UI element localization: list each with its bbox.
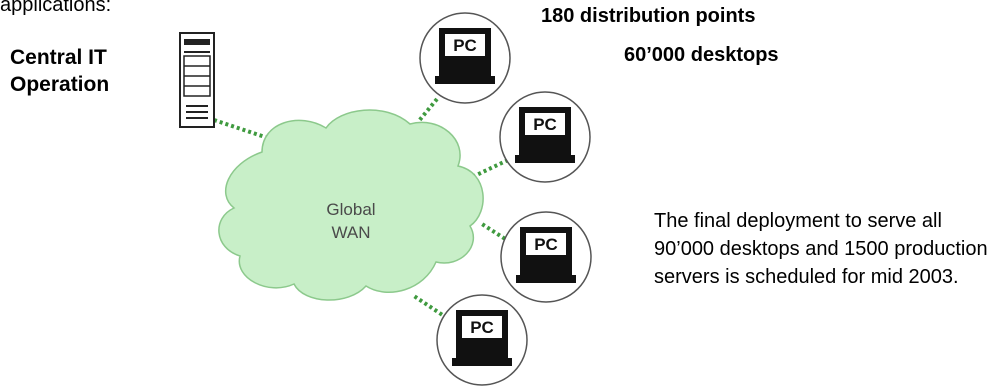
- pc-icon: PC: [500, 211, 592, 303]
- server-icon: [179, 32, 215, 128]
- central-it-line1: Central IT: [10, 46, 107, 69]
- pc-icon: PC: [419, 12, 511, 104]
- wan-label-line1: Global: [326, 200, 375, 219]
- desktops-text: 60’000 desktops: [624, 44, 779, 66]
- pc-icon: PC: [436, 294, 528, 386]
- wan-label-line2: WAN: [331, 223, 370, 242]
- cloud-icon: [218, 109, 484, 301]
- pc-label: PC: [534, 235, 558, 254]
- link-pc4-wan: [412, 294, 449, 320]
- pc-label: PC: [470, 318, 494, 337]
- final-deployment-note: The final deployment to serve all 90’000…: [654, 210, 988, 288]
- pc-icon: PC: [499, 91, 591, 183]
- pc-label: PC: [453, 36, 477, 55]
- link-pc1-wan: [416, 97, 439, 124]
- distribution-points-text: 180 distribution points: [541, 5, 756, 27]
- intro-text-fragment: applications:: [0, 0, 112, 16]
- link-server-wan: [213, 118, 269, 140]
- pc-label: PC: [533, 115, 557, 134]
- central-it-label: Central IT Operation: [10, 44, 170, 98]
- central-it-line2: Operation: [10, 73, 110, 96]
